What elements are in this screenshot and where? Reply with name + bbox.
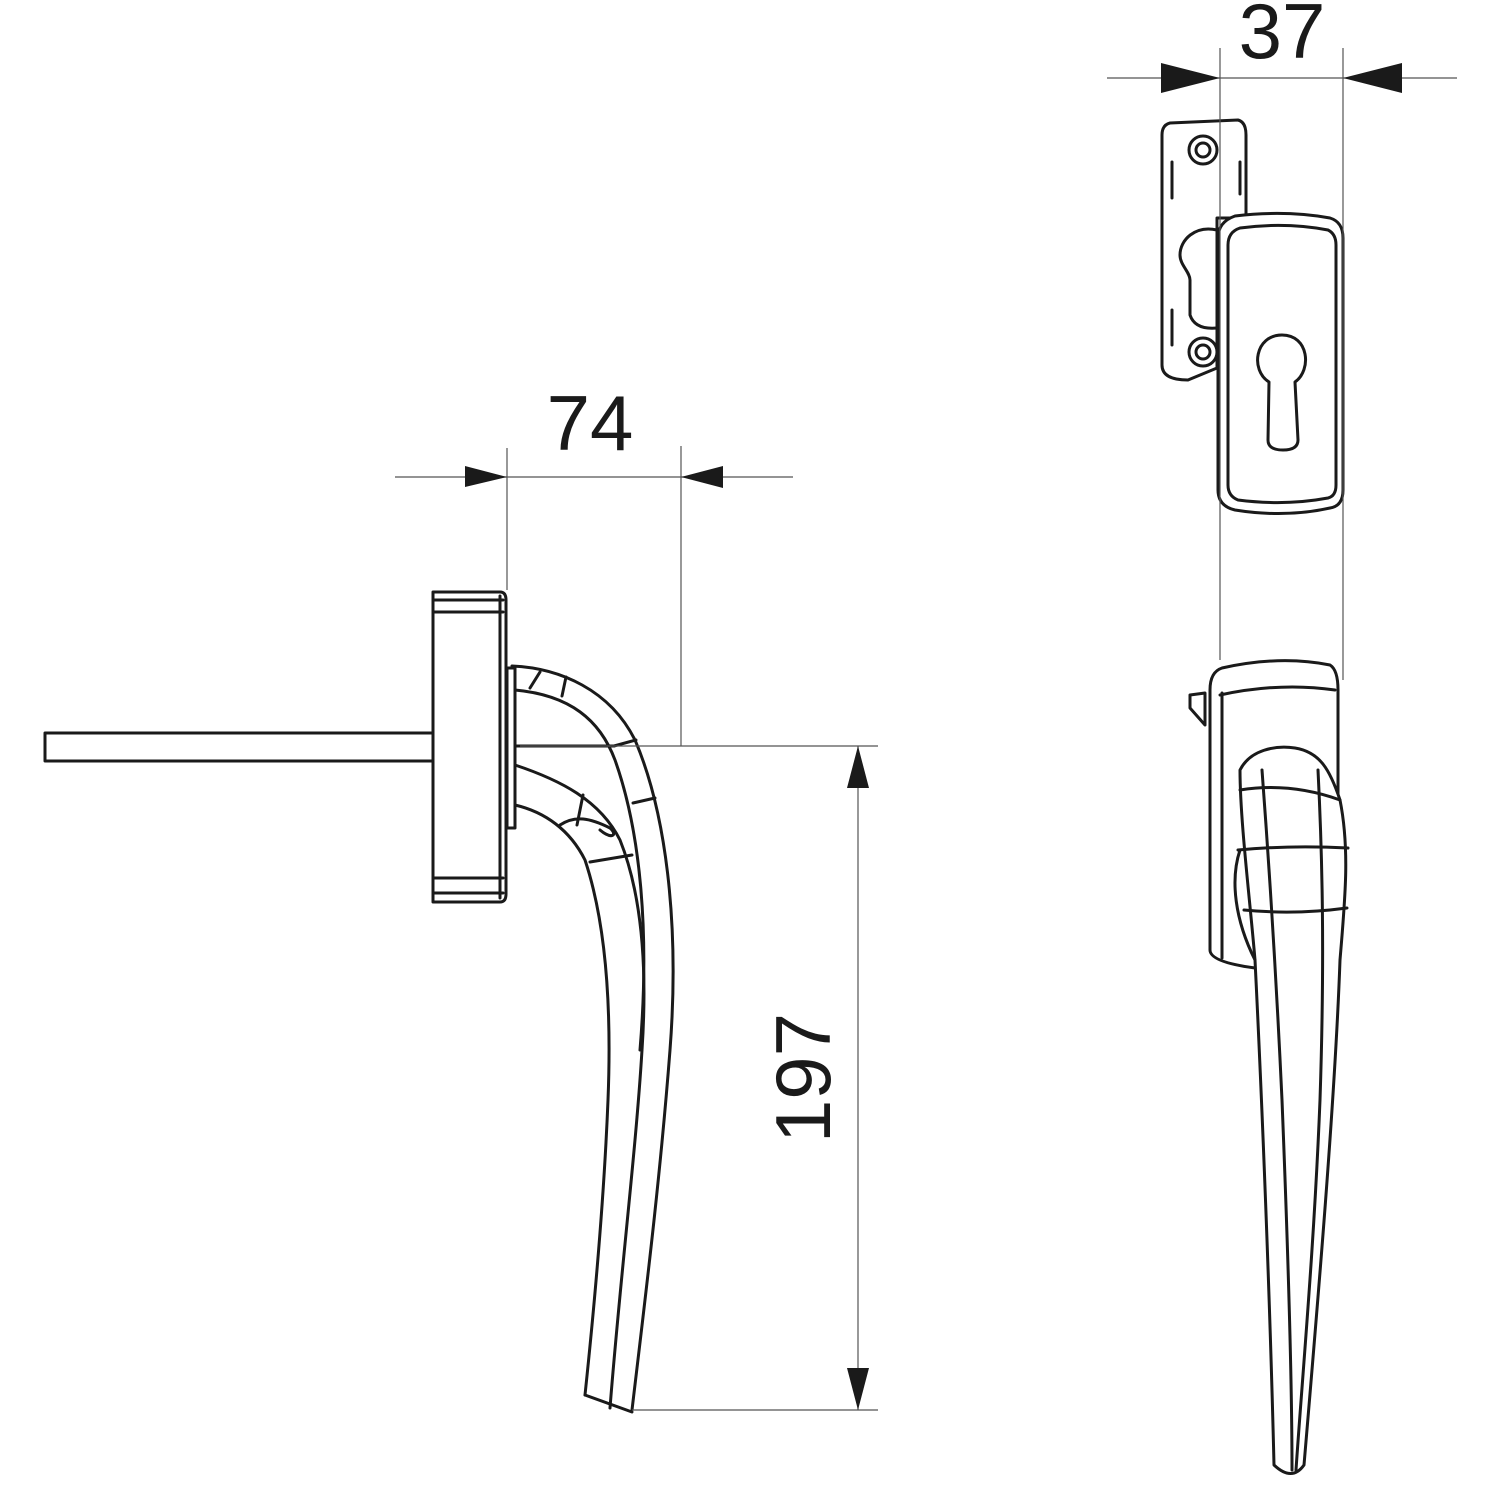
handle-lever-side <box>510 664 675 1414</box>
dimension-197: 197 <box>520 745 878 1411</box>
backplate <box>1160 118 1248 382</box>
side-view <box>43 590 675 1414</box>
dimension-label-37: 37 <box>1239 0 1326 75</box>
dimension-label-197: 197 <box>759 1013 847 1143</box>
base-rosette <box>431 590 508 904</box>
dimension-37: 37 <box>1107 0 1457 680</box>
collar <box>505 666 517 830</box>
cover-rosette <box>1216 211 1345 516</box>
front-view <box>1188 659 1350 1475</box>
spindle <box>43 731 435 763</box>
dimension-label-74: 74 <box>547 379 634 467</box>
euro-cylinder-keyhole <box>1256 333 1308 452</box>
dimension-74: 74 <box>395 379 793 746</box>
latch-tab <box>1188 691 1207 727</box>
handle-lever-front <box>1233 745 1350 1475</box>
detail-view <box>1160 118 1345 516</box>
